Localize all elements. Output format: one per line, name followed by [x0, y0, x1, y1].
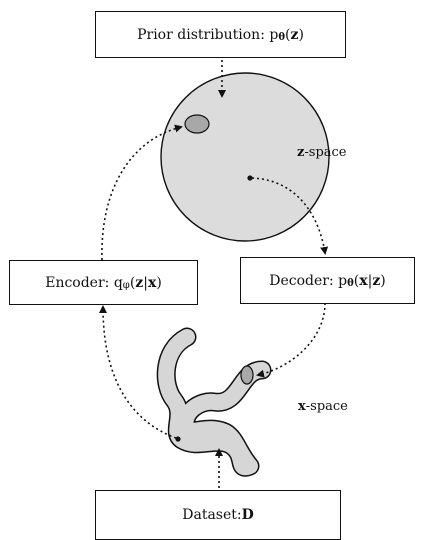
dataset-box: Dataset: D — [95, 490, 341, 540]
z-space-label: z-space — [297, 145, 347, 160]
prior-paren-close: ) — [298, 27, 303, 43]
x-space-text: -space — [306, 399, 348, 414]
x-space-symbol: x — [298, 399, 306, 414]
decoder-z: z — [372, 273, 380, 289]
prior-label: Prior distribution: p — [137, 27, 278, 43]
decoder-label: Decoder: p — [269, 273, 347, 289]
encoder-phi: φ — [123, 280, 130, 291]
x-space-label: x-space — [298, 399, 348, 414]
prior-z: z — [290, 27, 298, 43]
encoder-label: Encoder: q — [45, 275, 123, 291]
decoder-x: x — [359, 273, 367, 289]
x-space-manifold — [166, 337, 262, 467]
decoder-theta: θ — [347, 278, 354, 289]
encoder-x: x — [148, 275, 156, 291]
encoder-z: z — [135, 275, 143, 291]
encoder-paren-close: ) — [156, 275, 161, 291]
dataset-d: D — [242, 507, 254, 523]
z-space-text: -space — [304, 145, 346, 160]
z-sample-point — [247, 175, 252, 180]
decoder-paren-close: ) — [380, 273, 385, 289]
posterior-blob — [185, 115, 209, 133]
prior-theta: θ — [278, 32, 285, 43]
x-data-point — [175, 436, 180, 441]
reconstruction-blob — [241, 366, 253, 384]
dataset-label: Dataset: — [182, 507, 241, 523]
